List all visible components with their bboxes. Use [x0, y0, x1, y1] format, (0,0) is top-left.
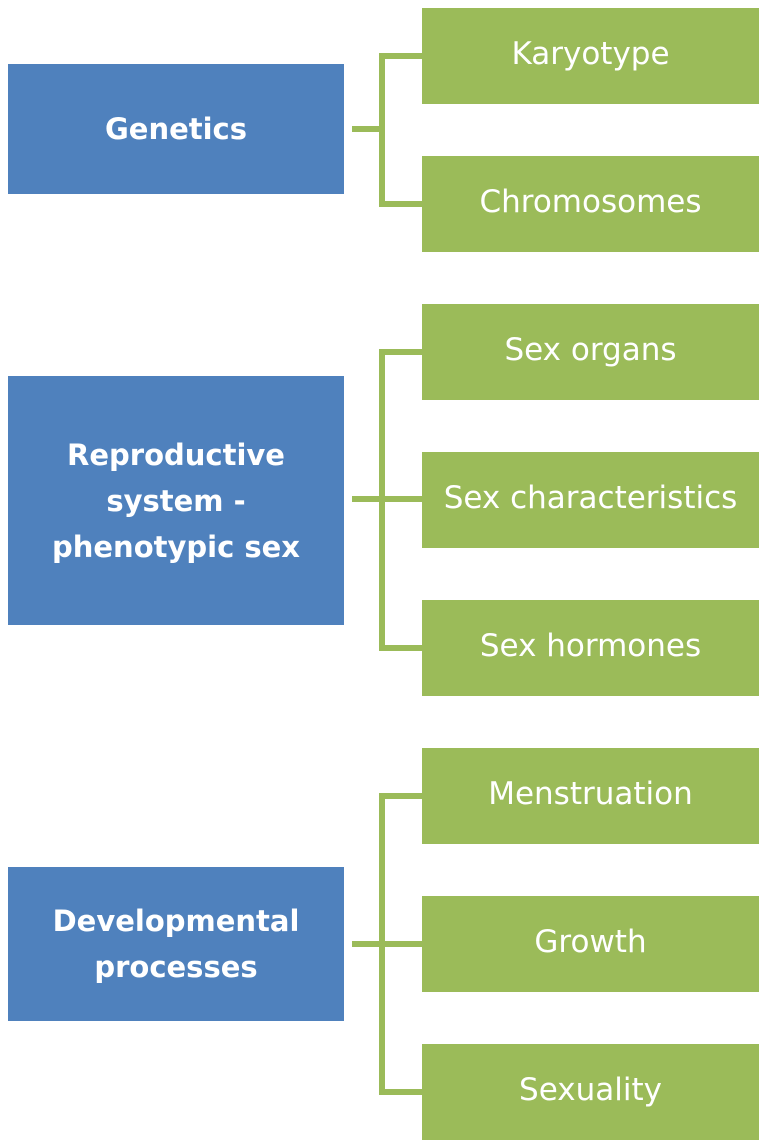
node-reproductive-system-label-line-2: system -	[106, 483, 246, 518]
node-developmental-processes-label-line-1: Developmental	[52, 904, 300, 938]
node-chromosomes: Chromosomes	[422, 156, 759, 252]
node-reproductive-system-label-line-1: Reproductive	[67, 437, 285, 472]
node-sexuality-label: Sexuality	[519, 1072, 662, 1108]
connector-genetics	[352, 53, 422, 207]
connector-developmental-processes	[352, 793, 422, 1095]
node-growth: Growth	[422, 896, 759, 992]
node-sexuality: Sexuality	[422, 1044, 759, 1140]
node-sex-organs: Sex organs	[422, 304, 759, 400]
node-genetics: Genetics	[8, 64, 344, 194]
node-sex-hormones: Sex hormones	[422, 600, 759, 696]
node-genetics-label: Genetics	[104, 112, 248, 146]
node-reproductive-system: Reproductive system - phenotypic sex	[8, 376, 344, 625]
node-chromosomes-label: Chromosomes	[479, 184, 702, 220]
node-developmental-processes-label-line-2: processes	[94, 950, 258, 984]
node-sex-hormones-label: Sex hormones	[479, 628, 702, 664]
node-sex-organs-label: Sex organs	[504, 332, 677, 368]
node-reproductive-system-label-line-3: phenotypic sex	[51, 529, 301, 564]
node-karyotype: Karyotype	[422, 8, 759, 104]
node-developmental-processes: Developmental processes	[8, 867, 344, 1021]
connector-reproductive-system	[352, 349, 422, 651]
node-menstruation: Menstruation	[422, 748, 759, 844]
node-sex-characteristics-label: Sex characteristics	[443, 480, 738, 516]
node-growth-label: Growth	[534, 924, 647, 960]
node-karyotype-label: Karyotype	[511, 36, 670, 72]
node-sex-characteristics: Sex characteristics	[422, 452, 759, 548]
node-menstruation-label: Menstruation	[488, 776, 693, 812]
